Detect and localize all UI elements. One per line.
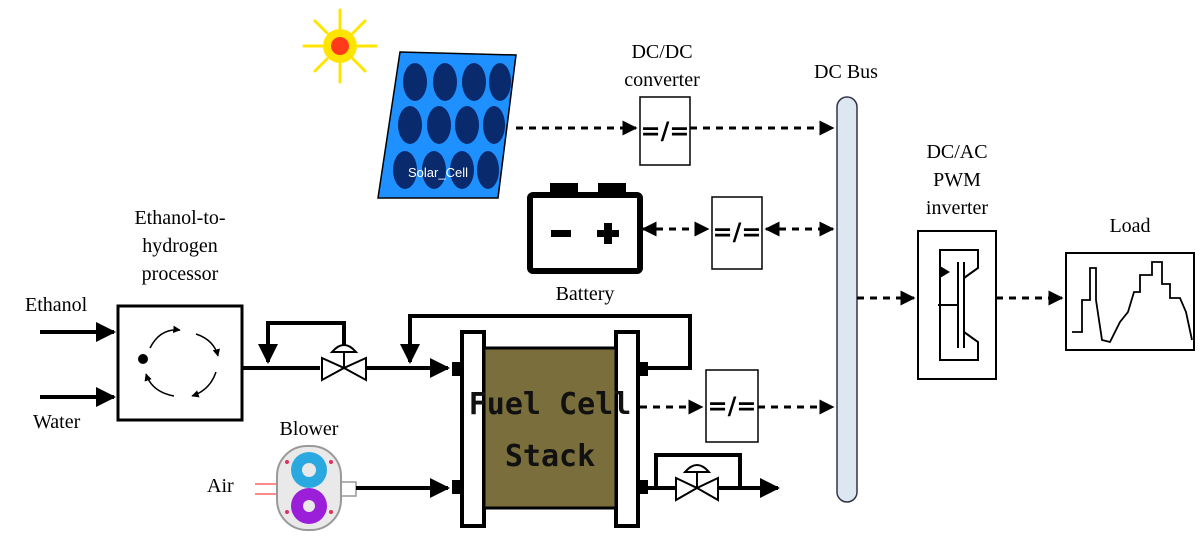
air-label: Air (207, 475, 234, 497)
ethanol-label: Ethanol (25, 294, 88, 316)
converter-symbol: =/= (641, 117, 690, 145)
processor-label-line3: processor (142, 263, 219, 285)
processor-label-line2: hydrogen (142, 235, 218, 257)
battery-icon (527, 183, 643, 274)
fuel-cell-label-line2: Stack (505, 439, 595, 474)
dcdc-converter-label-line1: DC/DC (631, 41, 692, 63)
exhaust-valve-icon (675, 464, 719, 502)
converter-symbol: =/= (713, 218, 762, 246)
converter-symbol: =/= (708, 392, 757, 420)
cathode-bypass-loop (654, 453, 742, 488)
blower-label: Blower (280, 418, 339, 440)
inverter-label-line2: PWM (933, 169, 981, 191)
inverter-label-line3: inverter (926, 197, 989, 219)
fuel-cell-label-line1: Fuel Cell (469, 387, 632, 422)
dc-bus-label: DC Bus (814, 61, 878, 83)
processor-label-line1: Ethanol-to- (134, 207, 225, 229)
inverter-label-line1: DC/AC (926, 141, 987, 163)
solar-cell-label: Solar_Cell (408, 165, 468, 180)
battery-label: Battery (556, 283, 615, 305)
hydrogen-valve-icon (321, 344, 367, 382)
sun-icon (302, 8, 378, 84)
anode-recirculation-loop (400, 314, 692, 370)
pwm-inverter (917, 230, 997, 380)
blower-icon (255, 445, 357, 531)
water-label: Water (33, 411, 81, 433)
solar-panel: Solar_Cell (377, 51, 517, 199)
dcdc-converter-label-line2: converter (624, 69, 700, 91)
load-label: Load (1109, 215, 1150, 237)
processor-recycle-loop (258, 321, 346, 364)
load-profile (1065, 252, 1195, 351)
battery-dcdc-converter: =/= (711, 196, 763, 270)
ethanol-hydrogen-processor (116, 304, 244, 422)
fuel-cell-dcdc-converter: =/= (705, 369, 759, 443)
fuel-cell-stack: Fuel Cell Stack (452, 330, 648, 528)
solar-dcdc-converter: =/= (639, 96, 691, 166)
dc-bus (836, 96, 858, 503)
